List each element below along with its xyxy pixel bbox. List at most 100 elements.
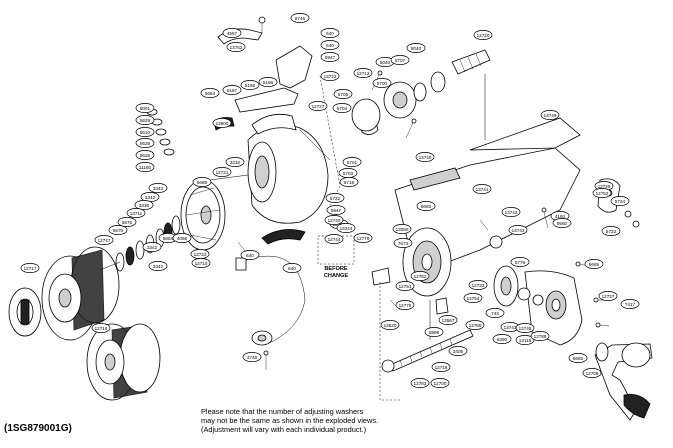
callout-number: 4068 [177, 236, 188, 241]
callout-bubble [332, 103, 352, 113]
callout-bubble [473, 30, 493, 40]
callout-bubble [324, 215, 344, 225]
callout-number: 12744 [328, 237, 341, 242]
callout-bubble [395, 300, 415, 310]
callout-5723: 5723 [601, 226, 621, 236]
callout-number: 13752 [230, 45, 243, 50]
callout-12721: 12721 [212, 167, 232, 177]
callout-number: 13600 [216, 121, 229, 126]
callout-number: 12747 [98, 238, 111, 243]
callout-640: 640 [282, 263, 302, 273]
callout-bubble [326, 205, 346, 215]
callout-5166: 5166 [258, 77, 278, 87]
callout-number: 4160 [555, 214, 566, 219]
note-line-2: may not be the same as shown in the expl… [201, 416, 379, 425]
callout-number: 12740 [328, 218, 341, 223]
callout-number: 3343 [153, 186, 164, 191]
callout-13080: 13080 [392, 224, 412, 234]
callout-12727: 12727 [308, 101, 328, 111]
callout-bubble [135, 138, 155, 148]
callout-number: 12754 [467, 296, 480, 301]
callout-number: 5167 [227, 88, 238, 93]
callout-5688: 5688 [192, 177, 212, 187]
callout-6001: 6001 [135, 103, 155, 113]
callout-bubble [410, 271, 430, 281]
callout-13752: 13752 [226, 42, 246, 52]
callout-bubble [200, 88, 220, 98]
callout-bubble [333, 89, 353, 99]
callout-number: 5947 [325, 55, 336, 60]
callout-number: 13244 [340, 226, 353, 231]
callout-12783: 12783 [410, 378, 430, 388]
callout-number: 12779 [357, 236, 370, 241]
callout-bubble [308, 101, 328, 111]
callout-5701: 5701 [342, 157, 362, 167]
callout-number: 12786 [469, 323, 482, 328]
callout-3343: 3343 [148, 183, 168, 193]
callout-5168: 5168 [240, 80, 260, 90]
callout-640: 640 [320, 40, 340, 50]
callout-number: 7417 [625, 302, 636, 307]
handle-knob [621, 342, 651, 368]
callout-bubble [91, 323, 111, 333]
callout-bubble [320, 52, 340, 62]
note-line-1: Please note that the number of adjusting… [201, 407, 364, 416]
callout-bubble [431, 362, 451, 372]
callout-5665: 5665 [584, 259, 604, 269]
callout-number: 12708 [586, 371, 599, 376]
callout-number: 12762 [414, 274, 427, 279]
callout-12712: 12712 [353, 68, 373, 78]
callout-bubble [339, 177, 359, 187]
callout-bubble [552, 218, 572, 228]
callout-number: 12751 [399, 284, 412, 289]
callout-13742: 13742 [501, 207, 521, 217]
callout-12700: 12700 [430, 378, 450, 388]
callout-bubble [410, 378, 430, 388]
callout-13520: 13520 [380, 320, 400, 330]
callout-5676: 5676 [117, 217, 137, 227]
callout-number: 12720 [477, 33, 490, 38]
callout-bubble [212, 118, 232, 128]
pinion-assembly [351, 49, 491, 135]
callout-number: 7673 [398, 241, 409, 246]
callout-bubble [325, 193, 345, 203]
callout-number: 5705 [338, 92, 349, 97]
callout-bubble [290, 13, 310, 23]
callout-4068: 4068 [172, 233, 192, 243]
callout-bubble [320, 28, 340, 38]
callout-5665: 5665 [568, 353, 588, 363]
callout-number: 6693 [421, 204, 432, 209]
spool-spare [86, 323, 161, 401]
callout-number: 13567 [442, 318, 455, 323]
callout-13743: 13743 [508, 225, 528, 235]
callout-number: 6745 [295, 16, 306, 21]
callout-bubble [592, 188, 612, 198]
callout-7673: 7673 [393, 238, 413, 248]
callout-bubble [568, 353, 588, 363]
callout-12744: 12744 [324, 234, 344, 244]
callout-number: 5040 [411, 46, 422, 51]
callout-bubble [601, 226, 621, 236]
callout-bubble [320, 40, 340, 50]
before-change-label: BEFORE CHANGE [318, 266, 354, 280]
callout-3336: 3336 [134, 200, 154, 210]
callout-bubble [395, 281, 415, 291]
callout-number: 5779 [515, 260, 526, 265]
callout-5629: 5629 [135, 138, 155, 148]
callout-bubble [320, 71, 340, 81]
callout-bubble [598, 291, 618, 301]
callout-number: 5629 [140, 141, 151, 146]
callout-5700: 5700 [372, 78, 392, 88]
callout-number: 5700 [377, 81, 388, 86]
callout-bubble [148, 183, 168, 193]
callout-bubble [372, 78, 392, 88]
bail-arm-lower [261, 229, 306, 245]
callout-number: 12718 [435, 365, 448, 370]
before-change-line-2: CHANGE [323, 273, 349, 279]
screws [237, 70, 610, 370]
callout-bubble [582, 368, 602, 378]
screw-top [258, 16, 266, 24]
callout-bubble [530, 331, 550, 341]
callout-3232: 3232 [225, 157, 245, 167]
callout-12751: 12751 [395, 281, 415, 291]
